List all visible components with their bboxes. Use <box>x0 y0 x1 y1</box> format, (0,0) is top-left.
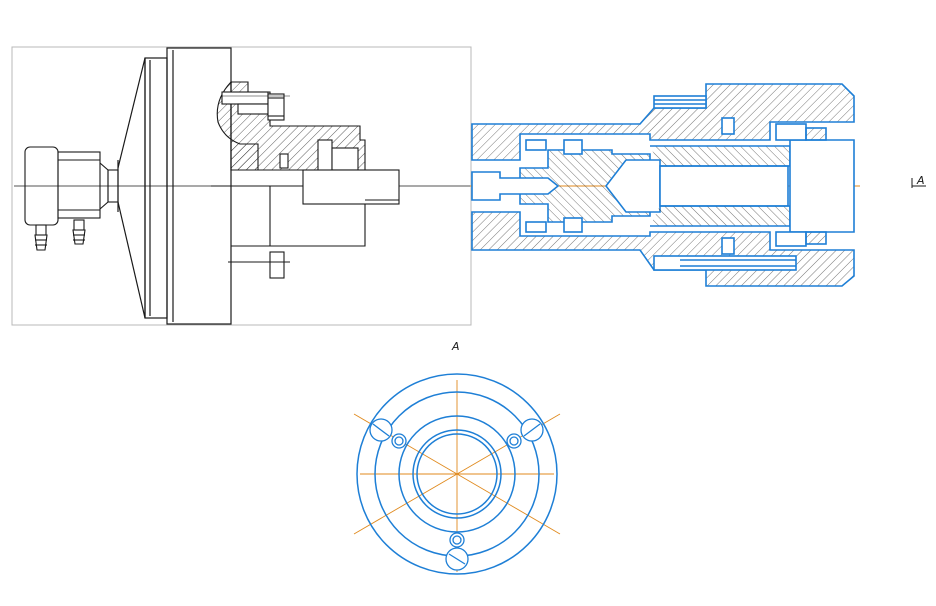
section-marker: A <box>911 174 926 188</box>
left-assembly <box>11 46 472 326</box>
conical-flange <box>117 47 232 325</box>
view-a-circles <box>356 373 558 575</box>
spindle-body <box>211 80 400 279</box>
section-hatch <box>471 83 855 287</box>
right-assembly: A <box>470 83 926 287</box>
motor-housing <box>24 146 119 251</box>
view-a-bolts <box>369 418 544 571</box>
view-a: A <box>353 340 561 575</box>
view-a-label: A <box>451 340 460 353</box>
section-marker-label: A <box>916 174 925 187</box>
